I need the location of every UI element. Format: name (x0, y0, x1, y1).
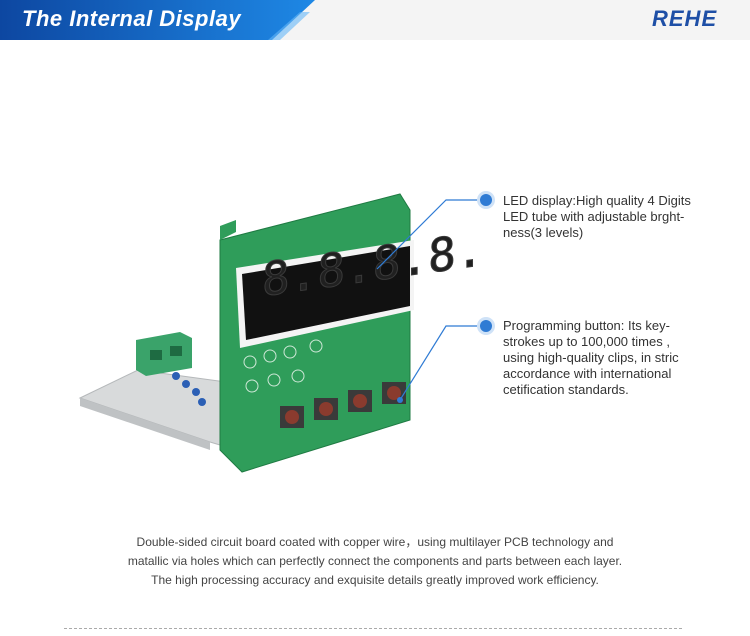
button-annotation-text: Programming button: Its key- strokes up … (503, 318, 679, 397)
header-bar: The Internal Display REHE (0, 0, 750, 40)
button-annotation-dot (480, 320, 492, 332)
led-annotation-text: LED display:High quality 4 Digits LED tu… (503, 193, 691, 240)
page-title: The Internal Display (22, 6, 242, 31)
description-text: Double-sided circuit board coated with c… (127, 535, 623, 587)
led-annotation-dot (480, 194, 492, 206)
terminal-block (136, 332, 192, 376)
bottom-divider (64, 628, 682, 629)
brand-logo: REHE (652, 6, 718, 31)
title-banner (0, 0, 315, 40)
circuit-board-image: 8.8.8.8. (78, 193, 484, 473)
